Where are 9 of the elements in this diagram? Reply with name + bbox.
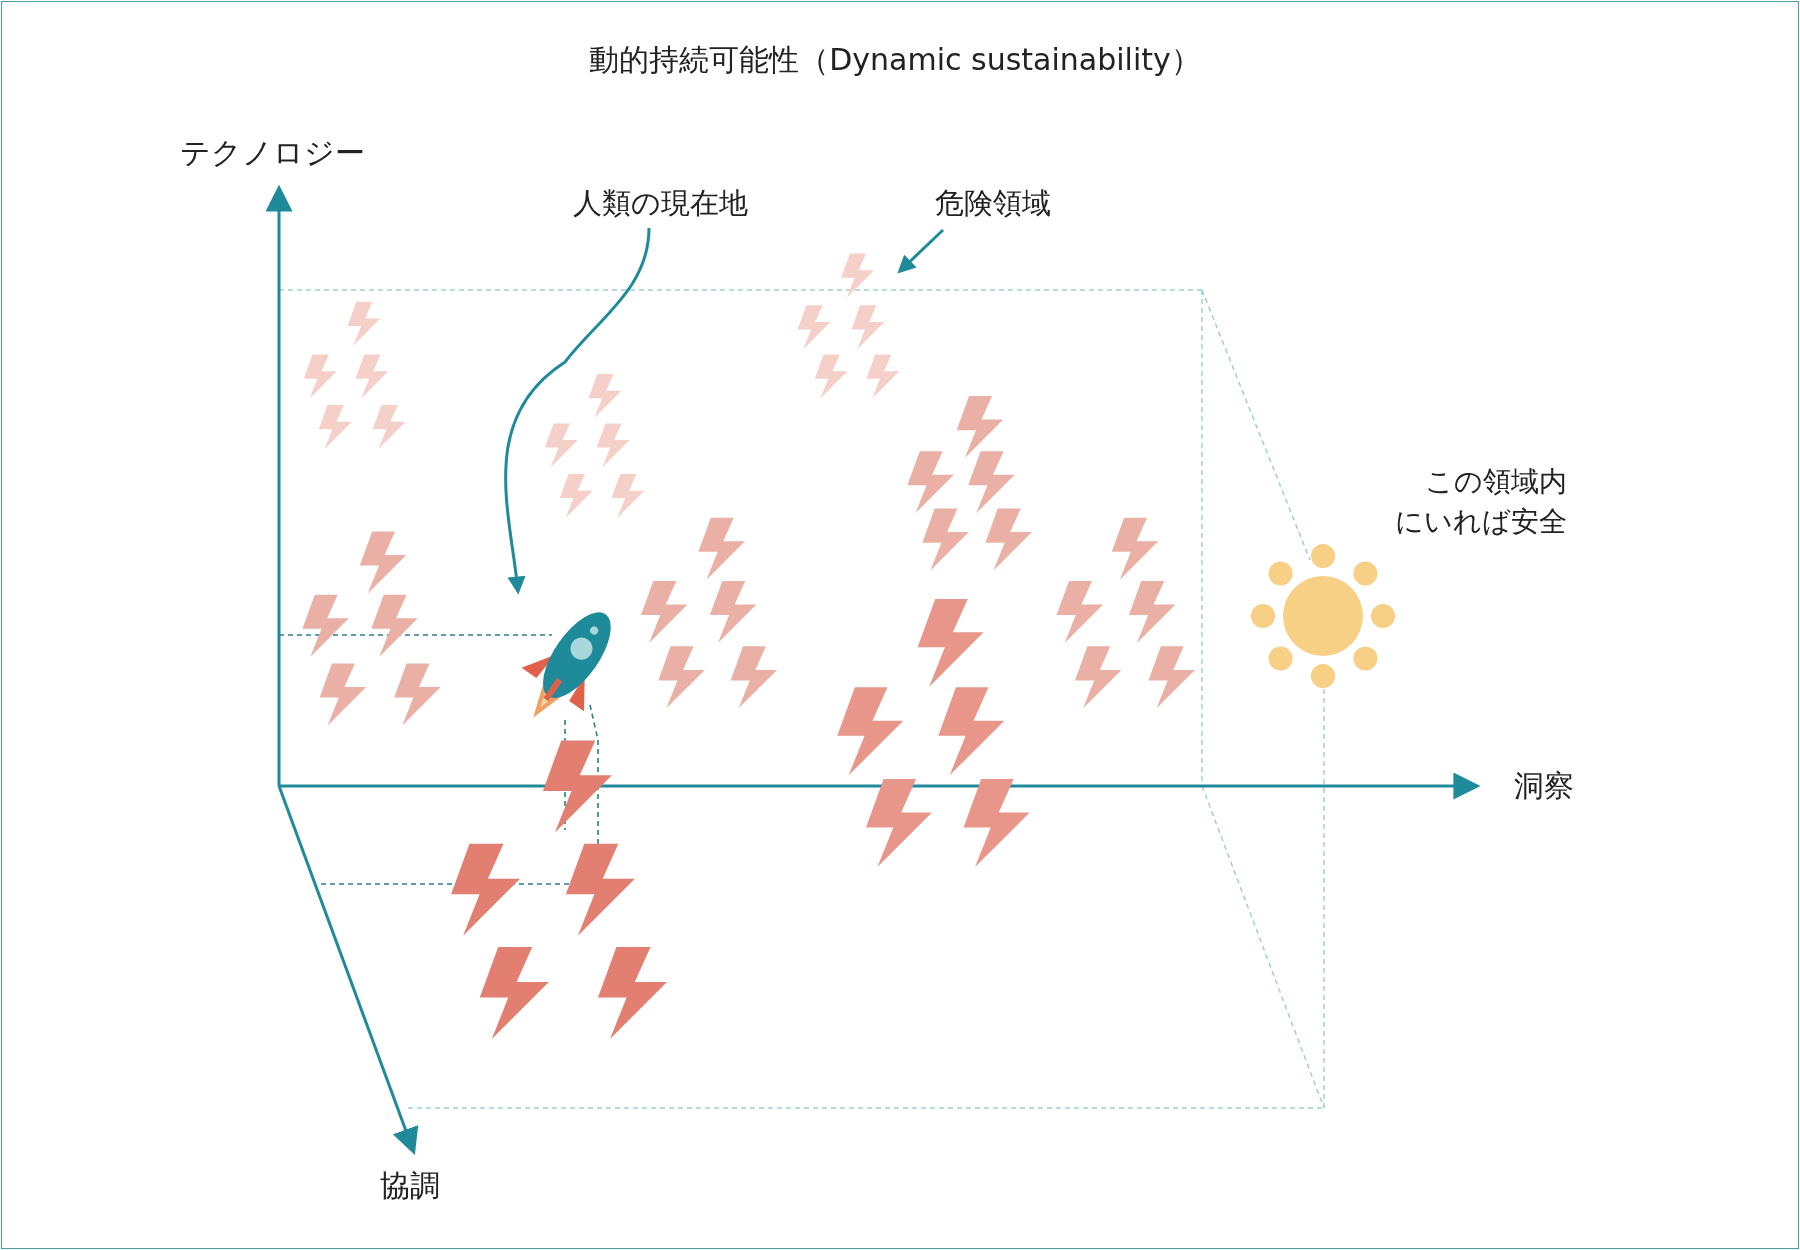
title: 動的持続可能性（Dynamic sustainability） <box>589 40 1201 79</box>
note-text: この領域内にいれば安全 <box>1395 464 1567 540</box>
axis-label: 協調 <box>380 1166 440 1205</box>
callout-text: 人類の現在地 <box>572 184 748 224</box>
axis-label: 洞察 <box>1514 766 1574 805</box>
callout-text: 危険領域 <box>935 184 1051 224</box>
axis-label: テクノロジー <box>179 133 365 172</box>
arrow <box>504 227 651 595</box>
arrow <box>897 228 945 274</box>
